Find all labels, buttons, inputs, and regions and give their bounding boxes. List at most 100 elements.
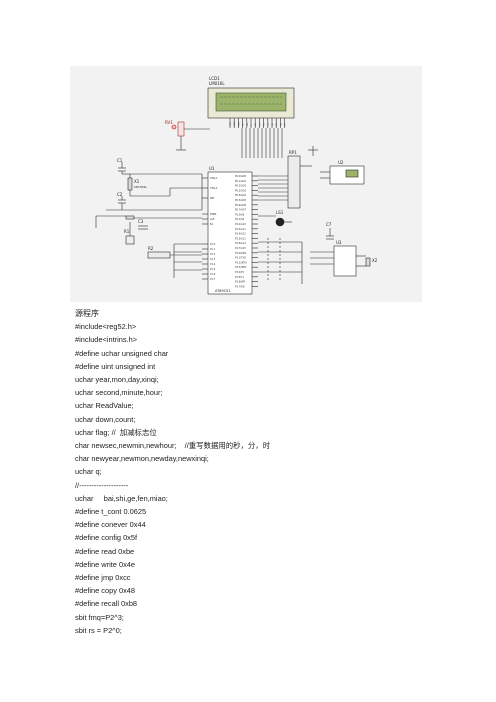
xtal-ref-label: X1: [134, 179, 140, 184]
x2-ref-label: X2: [372, 258, 378, 263]
mcu-part-label: AT89C51: [215, 289, 231, 293]
xtal-part-label: CRYSTAL: [134, 185, 147, 189]
code-line: #include<intrins.h>: [75, 335, 138, 345]
lcd-pin-label: D0: [255, 122, 257, 126]
mcu-pin-label: P1.4: [210, 263, 216, 266]
mcu-pin-label: P2.0/A8: [235, 213, 245, 216]
mcu-pin-label: PSEN: [210, 213, 216, 216]
rv-ref-label: RV1: [165, 120, 173, 125]
resistor-pack-rp1: [287, 146, 318, 209]
code-line: char newyear,newmon,newday,newxinqi;: [75, 454, 209, 464]
code-heading: 源程序: [75, 309, 99, 318]
mcu-pin-label: EA: [210, 223, 214, 226]
right-switches: [258, 238, 303, 284]
mcu-pin-label: P0.7/AD7: [235, 209, 247, 212]
mcu-pin-label: P1.5: [210, 268, 216, 271]
code-line: #define copy 0x48: [75, 586, 135, 596]
code-line: #define conever 0x44: [75, 520, 146, 530]
mcu-pin-label: XTAL1: [210, 177, 218, 180]
temperature-sensor-u2: [320, 165, 365, 185]
lcd-pin-label: D7: [285, 122, 287, 126]
mcu-pin-label: ALE: [210, 218, 215, 221]
mcu-pin-label: P0.3/AD3: [235, 189, 247, 192]
r1-ref-label: R1: [124, 229, 130, 234]
code-line: #include<reg52.h>: [75, 322, 137, 332]
lcd-pin-label: RS: [243, 123, 245, 126]
code-line: #define uchar unsigned char: [75, 348, 169, 358]
mcu-pin-label: P2.7/A15: [235, 247, 246, 250]
code-line: uchar second,minute,hour;: [75, 388, 163, 398]
buzzer-ls1: [258, 215, 292, 227]
mcu-pin-label: P2.3/A11: [235, 228, 246, 231]
code-line: uchar down,count;: [75, 414, 136, 424]
lcd-pin-label: RW: [247, 123, 249, 126]
code-line: uchar ReadValue;: [75, 401, 134, 411]
capacitor-c1: [118, 162, 130, 175]
lcd-pin-label: VDD: [234, 121, 236, 126]
mcu-pin-label: P0.2/AD2: [235, 185, 247, 188]
mcu-pin-label: P0.0/AD0: [235, 175, 247, 178]
lcd-pin-label: D4: [272, 122, 274, 126]
code-line: #define uint unsigned int: [75, 361, 156, 371]
code-line: sbit fmq=P2^3;: [75, 612, 124, 622]
source-code-listing: 源程序 #include<reg52.h> #include<intrins.h…: [75, 307, 475, 637]
code-line: //--------------------: [75, 480, 129, 490]
microcontroller-u1: [207, 171, 253, 295]
c7-ref-label: C7: [326, 222, 332, 227]
c1-ref-label: C1: [117, 158, 123, 163]
code-line: char newsec,newmin,newhour; //重写数据用的秒，分，…: [75, 441, 271, 451]
mcu-pin-label: P0.1/AD1: [235, 180, 247, 183]
lcd-pin-label: D6: [280, 122, 282, 126]
r2-ref-label: R2: [148, 246, 154, 251]
lcd-ref-label: LCD1: [209, 76, 220, 81]
lcd-pin-label: D2: [264, 122, 266, 126]
lcd-pin-label: D1: [259, 122, 261, 126]
mcu-pin-label: P3.0/RXD: [235, 252, 246, 255]
mcu-pin-label: P0.4/AD4: [235, 194, 247, 197]
crystal-x1: [127, 173, 202, 197]
lcd-pin-label: VEE: [238, 121, 240, 126]
code-line: #define read 0xbe: [75, 546, 135, 556]
lcd-module: [207, 87, 295, 119]
code-line: #define t_cont 0.0625: [75, 507, 147, 517]
lcd-pin-label: D5: [276, 122, 278, 126]
code-line: #define config 0x5f: [75, 533, 138, 543]
buzzer-ref-label: LS1: [276, 210, 284, 215]
lcd-part-label: LM016L: [209, 81, 225, 86]
code-line: sbit rs = P2^0;: [75, 625, 122, 635]
mcu-pin-label: P0.6/AD6: [235, 204, 247, 207]
mcu-pin-label: P3.1/TXD: [235, 257, 246, 260]
mcu-ref-label: U1: [209, 166, 215, 171]
code-line: #define jmp 0xcc: [75, 573, 131, 583]
mcu-pin-label: P2.5/A13: [235, 237, 246, 240]
potentiometer-rv1: [171, 121, 210, 151]
mcu-pin-label: XTAL2: [210, 187, 218, 190]
capacitor-c2: [118, 196, 126, 210]
mcu-pin-label: P1.3: [210, 258, 216, 261]
mcu-pin-label: P1.6: [210, 273, 216, 276]
mcu-pin-label: P3.5/T1: [235, 276, 245, 279]
mcu-pin-label: P3.7/RD: [235, 285, 245, 288]
mcu-pin-label: P3.6/WR: [235, 281, 245, 284]
code-line: uchar flag; // 加减标志位: [75, 427, 157, 437]
code-line: uchar q;: [75, 467, 102, 477]
mcu-pin-label: P1.7: [210, 278, 216, 281]
mcu-pin-label: P2.2/A10: [235, 223, 246, 226]
mcu-pin-label: P2.6/A14: [235, 242, 246, 245]
code-line: #define recall 0xb8: [75, 599, 138, 609]
code-line: #define write 0x4e: [75, 559, 135, 569]
ds1302-ref-label: U3: [336, 240, 342, 245]
mcu-pin-label: P1.1: [210, 248, 216, 251]
mcu-pin-label: P3.3/INT1: [235, 266, 247, 269]
keypad-switches: [173, 243, 202, 278]
rp-ref-label: RP1: [289, 150, 297, 155]
rtc-chip-u3: [310, 228, 371, 277]
ds18b20-ref-label: U2: [338, 160, 344, 165]
reset-circuit: [95, 215, 202, 245]
mcu-pin-label: P1.0: [210, 243, 216, 246]
lcd-pin-label: D3: [268, 122, 270, 126]
mcu-pin-label: P3.4/T0: [235, 271, 245, 274]
mcu-pin-label: RST: [210, 197, 215, 200]
